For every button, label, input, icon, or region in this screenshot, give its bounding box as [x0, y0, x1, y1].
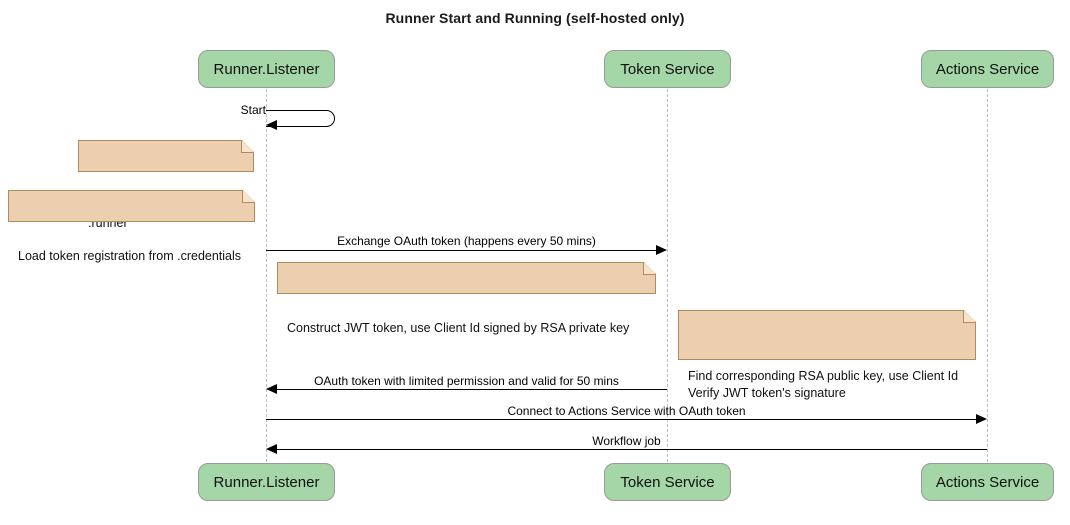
message-label-oauth-return: OAuth token with limited permission and … — [314, 374, 619, 388]
arrowhead-oauth-return — [266, 384, 277, 394]
lifeline-runner — [266, 89, 267, 462]
participant-token-top[interactable]: Token Service — [604, 50, 731, 88]
note-text: Construct JWT token, use Client Id signe… — [287, 321, 630, 335]
message-line-connect-actions — [266, 419, 976, 420]
message-line-exchange-oauth — [266, 250, 656, 251]
diagram-title: Runner Start and Running (self-hosted on… — [385, 10, 685, 26]
message-line-workflow-job — [277, 449, 987, 450]
self-message-start — [266, 110, 335, 127]
message-label-exchange-oauth: Exchange OAuth token (happens every 50 m… — [337, 234, 596, 248]
note-text: Find corresponding RSA public key, use C… — [688, 369, 959, 400]
message-label-start: Start — [240, 103, 266, 117]
participant-label: Actions Service — [935, 60, 1040, 78]
participant-actions-bottom[interactable]: Actions Service — [921, 463, 1054, 501]
participant-label: Token Service — [620, 60, 715, 78]
arrowhead-workflow-job — [266, 444, 277, 454]
participant-runner-bottom[interactable]: Runner.Listener — [198, 463, 335, 501]
arrowhead-start — [266, 120, 277, 130]
note-text: Load token registration from .credential… — [18, 249, 242, 263]
arrowhead-exchange-oauth — [656, 245, 667, 255]
participant-token-bottom[interactable]: Token Service — [604, 463, 731, 501]
message-label-workflow-job: Workflow job — [592, 434, 661, 448]
arrowhead-connect-actions — [976, 414, 987, 424]
participant-label: Runner.Listener — [213, 60, 320, 78]
note-construct-jwt: Construct JWT token, use Client Id signe… — [277, 262, 656, 335]
participant-label: Actions Service — [935, 473, 1040, 491]
participant-label: Token Service — [620, 473, 715, 491]
lifeline-actions — [987, 89, 988, 462]
message-line-oauth-return — [277, 389, 667, 390]
message-label-connect-actions: Connect to Actions Service with OAuth to… — [507, 404, 746, 418]
participant-actions-top[interactable]: Actions Service — [921, 50, 1054, 88]
note-verify-jwt: Find corresponding RSA public key, use C… — [678, 310, 976, 400]
participant-runner-top[interactable]: Runner.Listener — [198, 50, 335, 88]
note-load-config: Load config info from .runner — [78, 140, 254, 230]
note-load-credentials: Load token registration from .credential… — [8, 190, 255, 263]
participant-label: Runner.Listener — [213, 473, 320, 491]
lifeline-token — [667, 89, 668, 462]
